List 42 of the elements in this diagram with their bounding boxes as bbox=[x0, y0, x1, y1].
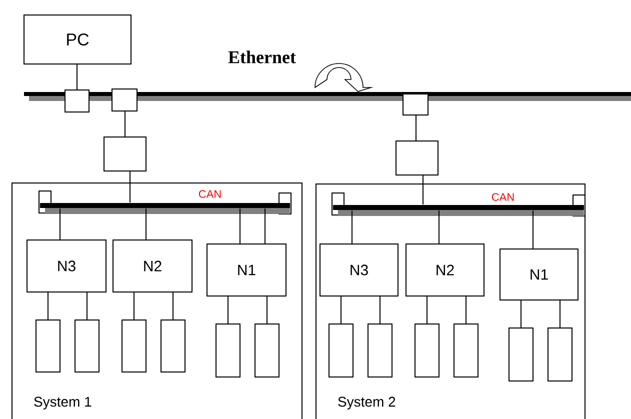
bus-drawing bbox=[332, 192, 586, 216]
connector-line bbox=[340, 296, 342, 324]
node-box: N1 bbox=[206, 244, 286, 296]
sensor-box bbox=[414, 324, 440, 378]
connector-line bbox=[264, 208, 266, 244]
bus-label: CAN bbox=[492, 193, 514, 201]
connector-line bbox=[426, 296, 428, 324]
node-box: N1 bbox=[500, 248, 578, 300]
sensor-box bbox=[454, 324, 478, 378]
connector-line bbox=[532, 210, 534, 249]
port-box bbox=[402, 94, 428, 116]
bus-label: CAN bbox=[198, 190, 221, 198]
node-box: N3 bbox=[320, 244, 398, 296]
sensor-box bbox=[216, 324, 240, 378]
connector-line bbox=[76, 64, 78, 90]
device-box bbox=[104, 136, 146, 172]
connector-line bbox=[438, 210, 440, 244]
node-box: PC bbox=[24, 14, 132, 64]
port-box bbox=[112, 88, 138, 112]
sensor-box bbox=[122, 320, 146, 372]
sensor-box bbox=[160, 320, 186, 372]
connector-line bbox=[266, 296, 268, 324]
connector-line bbox=[520, 300, 522, 328]
node-box: N2 bbox=[406, 244, 484, 296]
sensor-box bbox=[36, 320, 60, 372]
connector-line bbox=[172, 292, 174, 320]
sensor-box bbox=[254, 324, 280, 378]
sensor-box bbox=[368, 324, 392, 378]
bus-label: Ethernet bbox=[228, 50, 296, 64]
sensor-box bbox=[328, 324, 354, 378]
connector-line bbox=[86, 292, 88, 320]
connector-line bbox=[422, 175, 424, 205]
device-box bbox=[396, 140, 438, 176]
bus-drawing bbox=[38, 190, 292, 214]
curved-arrow bbox=[314, 63, 372, 92]
sensor-box bbox=[508, 328, 534, 382]
node-box: N2 bbox=[112, 240, 192, 292]
node-box: N3 bbox=[26, 240, 106, 292]
connector-line bbox=[124, 111, 126, 137]
port-box bbox=[64, 90, 90, 112]
sensor-box bbox=[548, 328, 572, 382]
sensor-box bbox=[74, 320, 100, 372]
